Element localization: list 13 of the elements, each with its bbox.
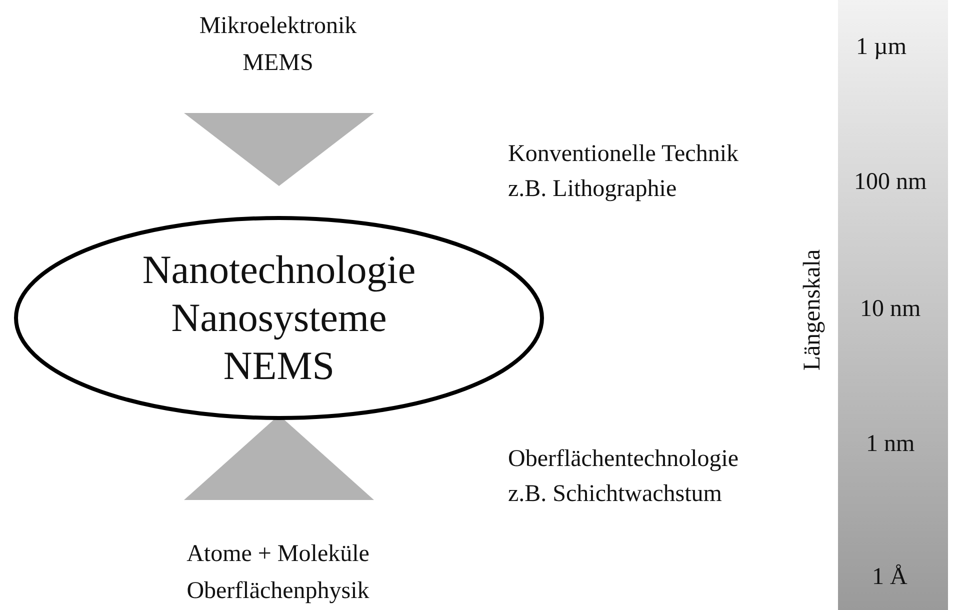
scale-label: 1 nm: [866, 430, 916, 459]
scale-label: 1 Å: [872, 563, 908, 592]
axis-title: Längenskala: [798, 249, 827, 371]
note-text: Konventionelle Technik z.B. Lithographie: [508, 140, 740, 204]
scale-label: 100 nm: [854, 168, 928, 197]
note-text: Oberflächentechnologie z.B. Schichtwachstum: [508, 445, 740, 509]
arrow-triangle: [184, 113, 374, 186]
scale-label: 1 µm: [856, 33, 908, 62]
scale-label: 10 nm: [860, 295, 922, 324]
source-text: Mikroelektronik MEMS: [178, 8, 378, 82]
ellipse: [14, 216, 544, 420]
ellipse-text: Nanotechnologie Nanosysteme NEMS: [141, 246, 417, 390]
source-text: Atome + Moleküle Oberflächenphysik: [165, 536, 391, 610]
